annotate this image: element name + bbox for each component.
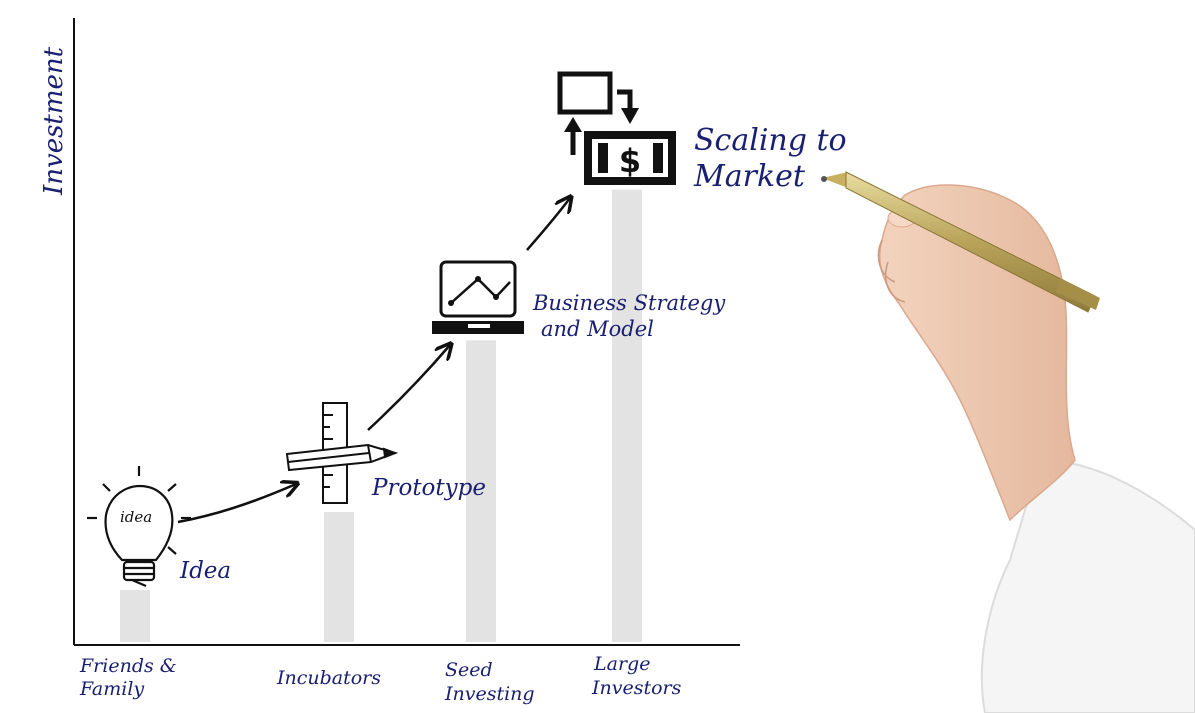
pencil-ruler-icon (285, 402, 399, 504)
y-axis-label: Investment (39, 46, 69, 196)
pen (821, 171, 1100, 313)
hand (878, 184, 1076, 522)
category-label: Seed (445, 659, 493, 681)
stage-label-strategy-line1: Business Strategy (532, 291, 726, 315)
svg-text:$: $ (619, 142, 641, 180)
lightbulb-icon (87, 466, 191, 588)
arrow-1 (177, 484, 296, 524)
category-label: Friends & (79, 655, 177, 677)
hand-with-pen (821, 171, 1195, 713)
stage-label-strategy-line2: and Model (541, 317, 654, 341)
stage-label-scaling-line2: Market (693, 159, 806, 194)
category-label: Incubators (276, 667, 381, 689)
arrow-3 (526, 198, 570, 251)
category-label: Investing (444, 683, 535, 705)
bar-4 (612, 189, 642, 642)
investment-bars (120, 189, 642, 642)
bulb-text: idea (120, 508, 152, 526)
stage-label-scaling-line1: Scaling to (694, 123, 847, 158)
money-transfer-icon: $ (557, 71, 676, 185)
category-label: Investors (591, 677, 682, 699)
bar-1 (120, 590, 150, 642)
arrow-2 (367, 345, 450, 431)
laptop-chart-icon (432, 260, 524, 334)
category-label: Family (79, 678, 144, 700)
bar-3 (466, 340, 496, 642)
sleeve (980, 458, 1195, 713)
category-labels: Friends & Family Incubators Seed Investi… (79, 653, 682, 705)
stage-label-idea: Idea (179, 558, 231, 584)
stage-label-prototype: Prototype (371, 475, 486, 501)
category-label: Large (593, 653, 650, 675)
bar-2 (324, 512, 354, 642)
